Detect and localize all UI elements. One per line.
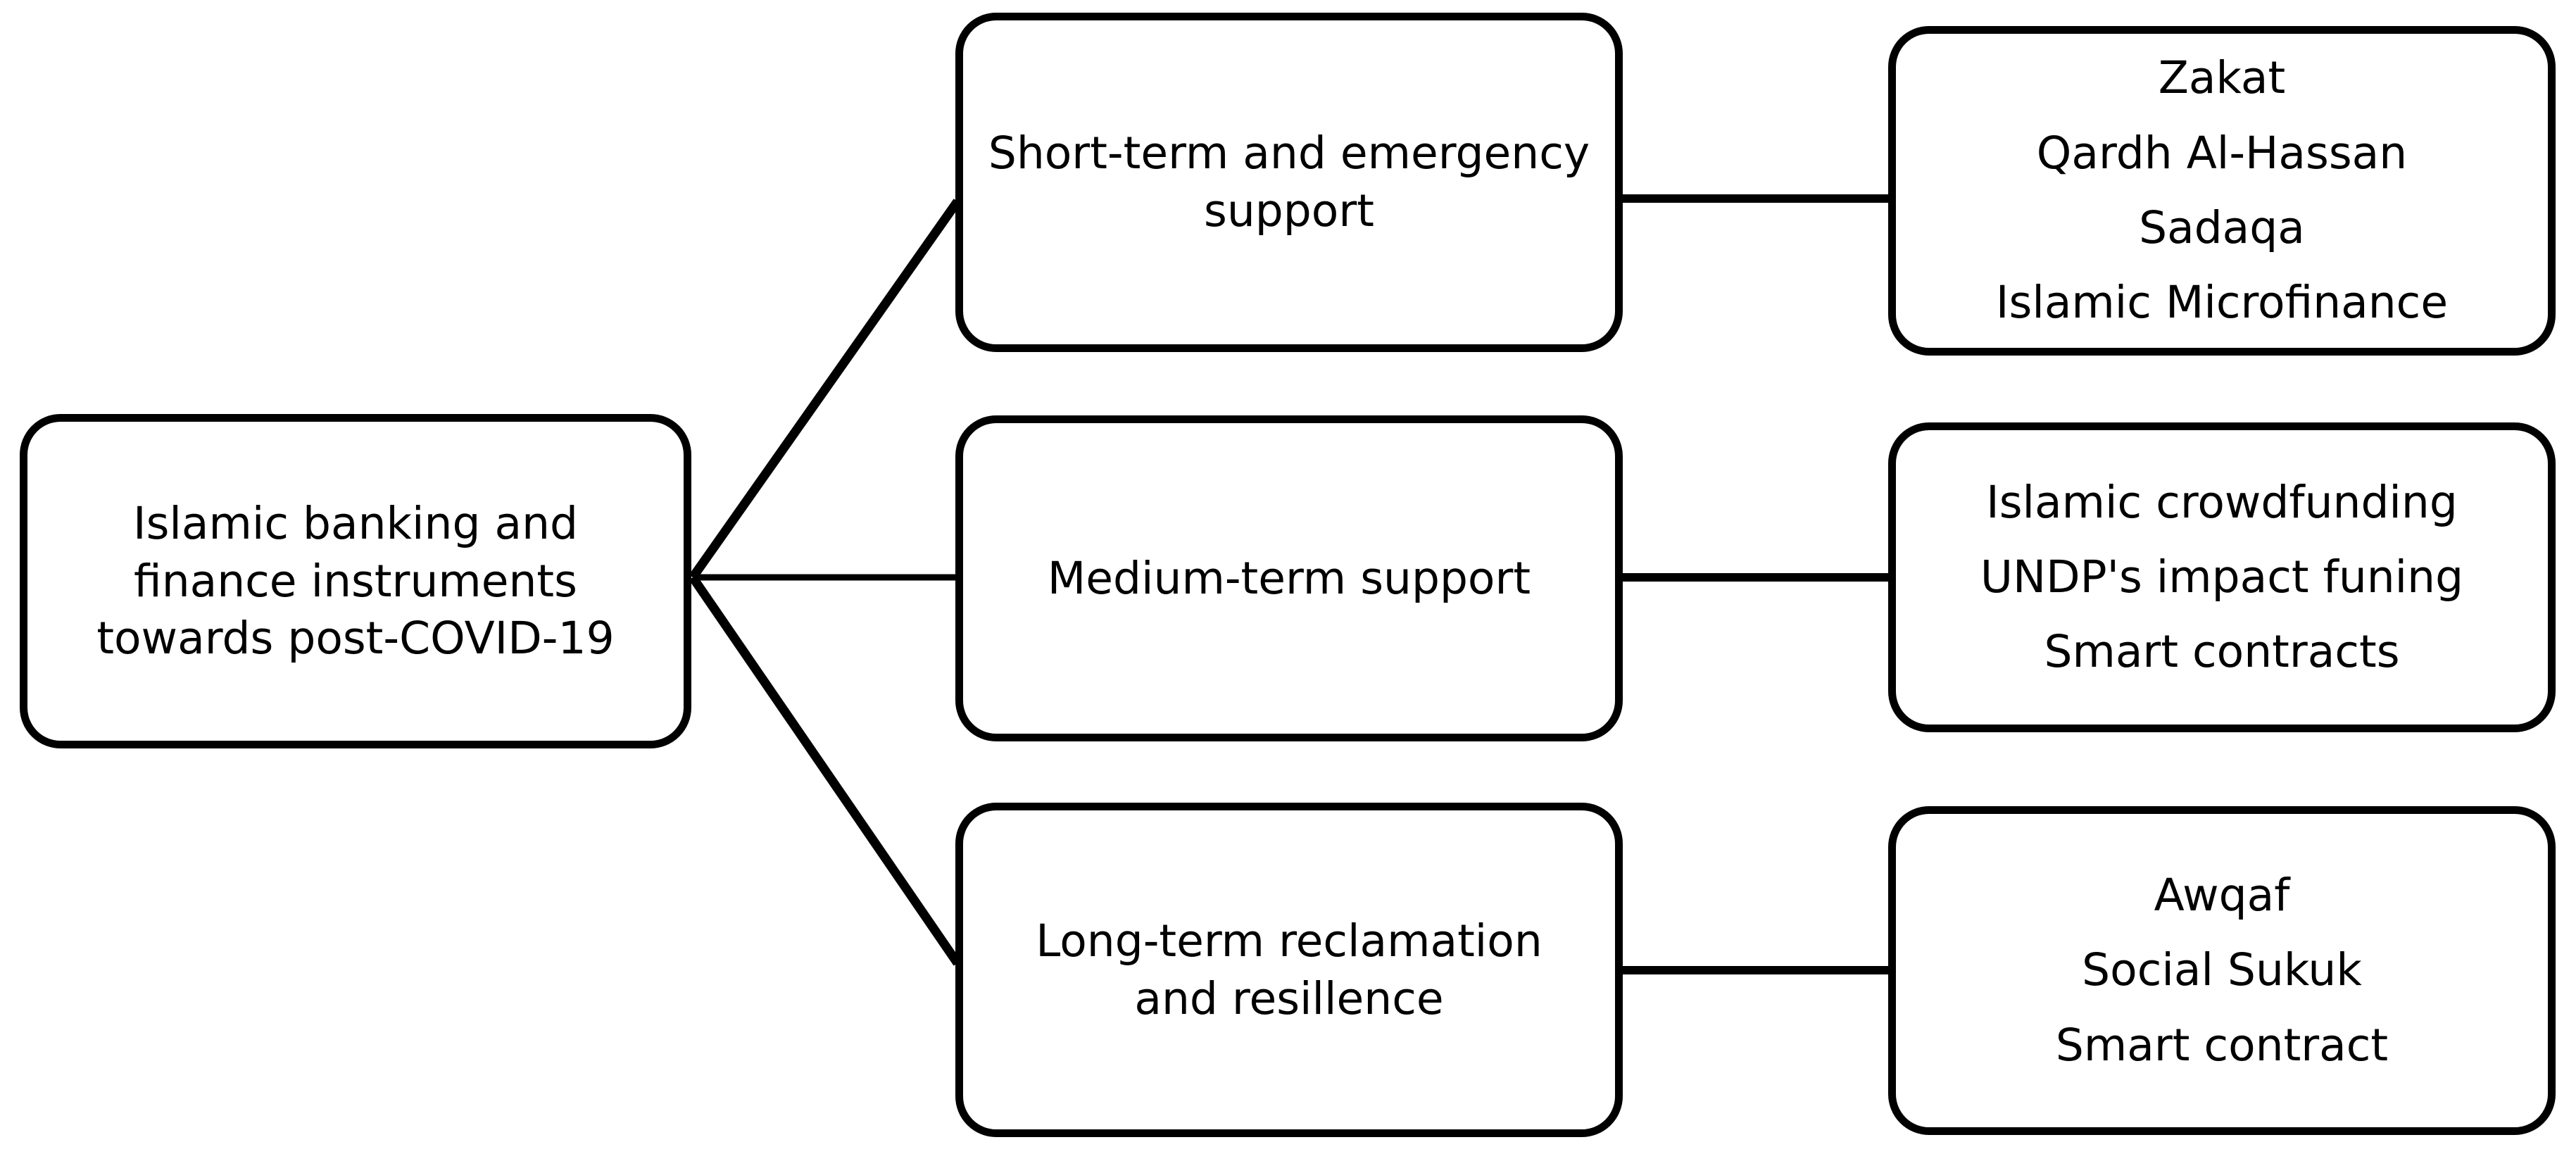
node-category-long-term-label: Long-term reclamation and resillence xyxy=(1036,915,1543,1024)
list-item: Social Sukuk xyxy=(2082,944,2362,996)
list-item: UNDP's impact funing xyxy=(1980,551,2464,603)
node-instruments-long-term[interactable]: Awqaf Social Sukuk Smart contract xyxy=(1888,806,2556,1135)
node-root-label: Islamic banking and finance instruments … xyxy=(96,497,615,665)
node-category-short-term[interactable]: Short-term and emergency support xyxy=(955,13,1623,352)
list-item: Zakat xyxy=(2158,52,2286,104)
instrument-list-short-term: Zakat Qardh Al-Hassan Sadaqa Islamic Mic… xyxy=(1920,41,2524,340)
node-root[interactable]: Islamic banking and finance instruments … xyxy=(20,414,691,748)
list-item: Sadaqa xyxy=(2139,202,2305,253)
list-item: Islamic crowdfunding xyxy=(1986,476,2458,528)
instrument-list-medium-term: Islamic crowdfunding UNDP's impact funin… xyxy=(1920,465,2524,690)
connector-root-to-cat-2 xyxy=(689,575,962,966)
list-item: Smart contracts xyxy=(2044,626,2400,678)
list-item: Islamic Microfinance xyxy=(1995,277,2449,329)
connector-root-to-cat-0 xyxy=(689,199,962,580)
node-category-short-term-label: Short-term and emergency support xyxy=(988,127,1590,237)
list-item: Qardh Al-Hassan xyxy=(2036,127,2408,179)
node-category-medium-term[interactable]: Medium-term support xyxy=(955,415,1623,741)
instrument-list-long-term: Awqaf Social Sukuk Smart contract xyxy=(1920,858,2524,1083)
node-instruments-medium-term[interactable]: Islamic crowdfunding UNDP's impact funin… xyxy=(1888,422,2556,732)
list-item: Awqaf xyxy=(2154,870,2290,921)
node-category-medium-term-label: Medium-term support xyxy=(1047,552,1531,604)
node-category-long-term[interactable]: Long-term reclamation and resillence xyxy=(955,803,1623,1137)
list-item: Smart contract xyxy=(2055,1019,2389,1071)
node-instruments-short-term[interactable]: Zakat Qardh Al-Hassan Sadaqa Islamic Mic… xyxy=(1888,26,2556,356)
